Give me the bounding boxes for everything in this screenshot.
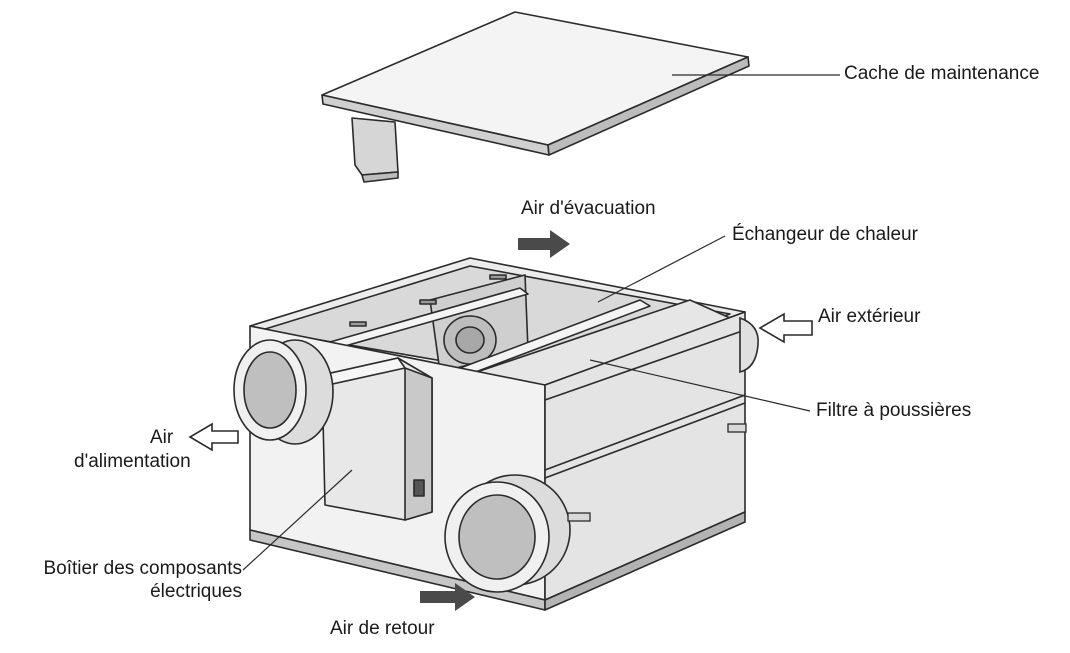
dust-filter-label: Filtre à poussières — [816, 400, 972, 421]
maintenance-cover — [321, 11, 750, 183]
outdoor-air-arrow — [758, 312, 813, 344]
return-air-label: Air de retour — [330, 618, 435, 639]
return-air-duct — [444, 474, 571, 593]
fittings — [567, 423, 747, 522]
electrical-box-label-line2: électriques — [150, 581, 242, 602]
supply-air-label-line1: Air — [150, 427, 174, 448]
outdoor-air-label: Air extérieur — [818, 306, 921, 327]
supply-air-arrow — [188, 422, 239, 452]
leader-lines — [242, 235, 811, 571]
outdoor-air-duct — [739, 316, 759, 374]
electrical-box-leader — [242, 469, 353, 571]
exhaust-air-arrow — [518, 230, 570, 258]
electrical-box-label-line1: Boîtier des composants — [43, 558, 242, 579]
exhaust-air-label: Air d'évacuation — [521, 198, 656, 219]
supply-air-duct — [233, 339, 334, 445]
dust-filter-leader — [589, 359, 811, 412]
supply-air-label-line2: d'alimentation — [74, 451, 191, 472]
maintenance-cover-label: Cache de maintenance — [844, 63, 1040, 84]
return-air-arrow — [420, 583, 475, 611]
heat-exchanger-label: Échangeur de chaleur — [732, 224, 918, 245]
heat-exchanger-leader — [597, 235, 726, 303]
electrical-box — [321, 357, 433, 521]
